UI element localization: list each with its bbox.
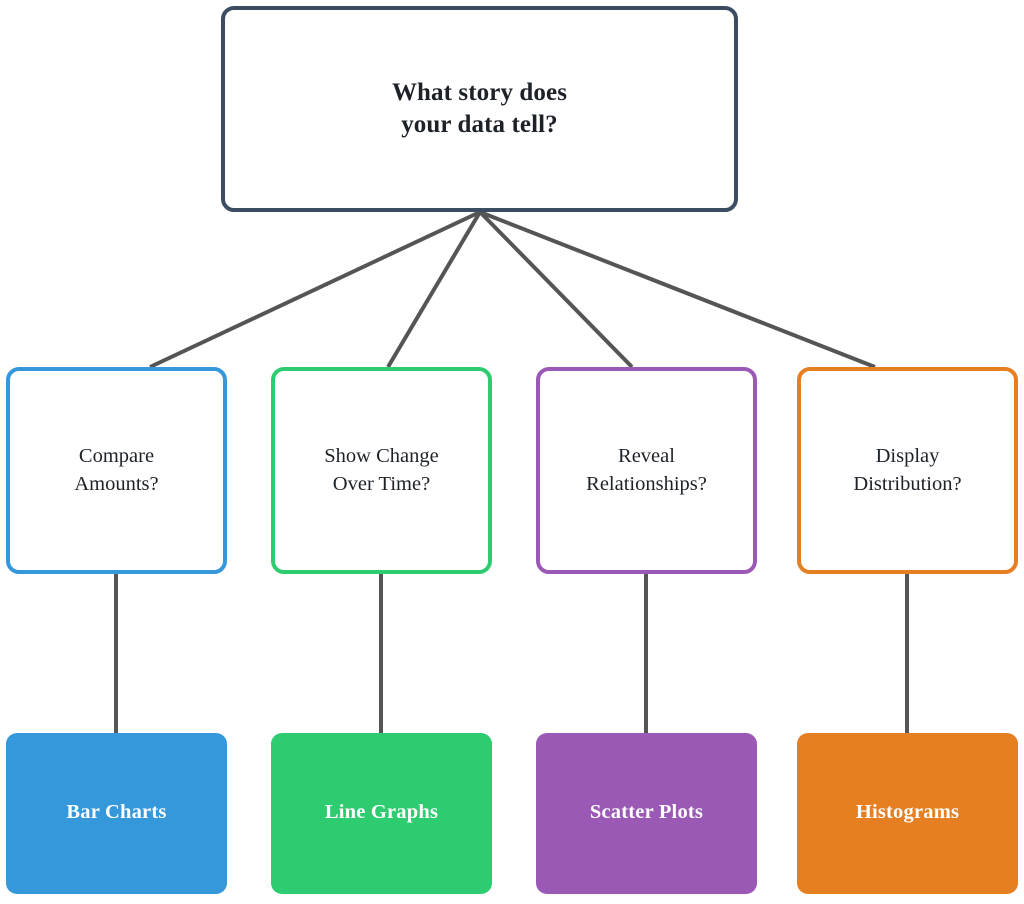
result-node-histograms[interactable]: Histograms	[797, 733, 1018, 894]
result-node-scatter-plots[interactable]: Scatter Plots	[536, 733, 757, 894]
edge-root-to-display-distribution	[479, 210, 876, 369]
edge-root-to-show-change-over-time	[386, 210, 482, 369]
result-label-scatter-plots: Scatter Plots	[589, 801, 704, 823]
result-label-line-graphs: Line Graphs	[324, 801, 439, 823]
edge-root-to-reveal-relationships	[478, 210, 634, 369]
result-label-histograms: Histograms	[855, 801, 960, 823]
result-node-bar-charts[interactable]: Bar Charts	[6, 733, 227, 894]
edge-root-to-compare-amounts	[149, 210, 481, 369]
result-label-bar-charts: Bar Charts	[66, 801, 167, 823]
result-node-line-graphs[interactable]: Line Graphs	[271, 733, 492, 894]
